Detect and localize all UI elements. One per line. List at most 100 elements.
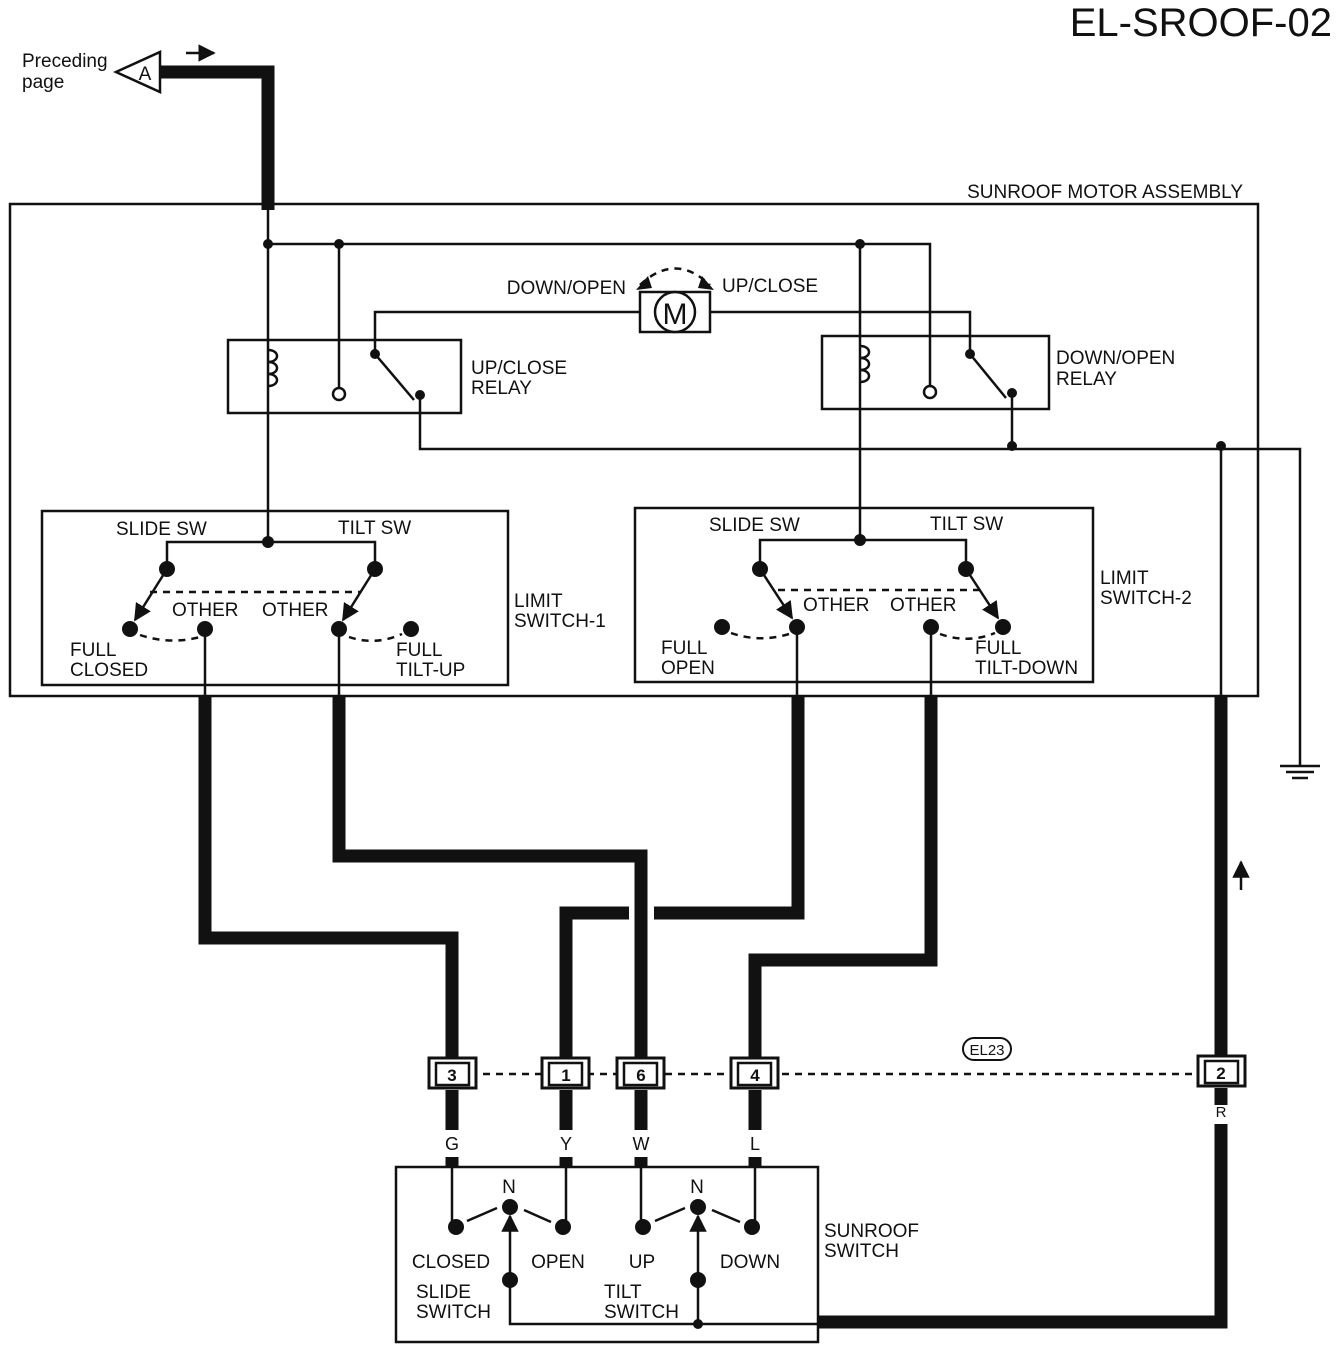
slide-neutral-label: N — [502, 1177, 516, 1198]
ls1-full-closed-2: CLOSED — [70, 660, 148, 681]
ls2-other-right: OTHER — [890, 595, 957, 616]
relay1-coil-icon — [267, 348, 279, 388]
ls1-full-tilt-up-2: TILT-UP — [396, 660, 465, 681]
closed-label: CLOSED — [412, 1252, 490, 1273]
down-open-relay — [820, 334, 1051, 411]
ls2-full-open-2: OPEN — [661, 658, 715, 679]
ls2-full-tilt-down-terminal — [995, 619, 1011, 635]
ls2-slide-sw: SLIDE SW — [709, 515, 800, 536]
sunroof-switch-title-2: SWITCH — [824, 1241, 899, 1262]
ls2-tilt-sw: TILT SW — [930, 514, 1003, 535]
ls2-full-tilt-down-2: TILT-DOWN — [975, 658, 1078, 679]
ls1-slide-sw: SLIDE SW — [116, 519, 207, 540]
motor-assembly-label: SUNROOF MOTOR ASSEMBLY — [967, 182, 1243, 203]
relay2-coil-icon — [859, 344, 871, 384]
motor-icon — [653, 290, 697, 334]
ls2-title-1: LIMIT — [1100, 568, 1149, 589]
limit-switch-1 — [40, 509, 510, 687]
junction — [262, 536, 274, 548]
tilt-switch-label-2: SWITCH — [604, 1302, 679, 1323]
connector-pin-2[interactable]: 2 — [1196, 1054, 1247, 1088]
relay2-contact — [969, 353, 1007, 399]
junction — [855, 239, 865, 249]
motor-label-up-close: UP/CLOSE — [722, 276, 818, 297]
rotation-arrow-right-icon — [698, 276, 714, 290]
ls2-full-open-terminal — [714, 619, 730, 635]
wire-color-y: Y — [560, 1134, 572, 1154]
connector-a-label: A — [139, 64, 152, 85]
wire-y-upper — [654, 696, 805, 920]
down-terminal — [744, 1219, 760, 1235]
motor-label-down-open: DOWN/OPEN — [507, 278, 626, 299]
wire-color-r: R — [1216, 1104, 1227, 1121]
ls1-full-tilt-up-terminal — [403, 621, 419, 637]
closed-terminal — [448, 1219, 464, 1235]
junction — [263, 239, 273, 249]
up-close-relay — [226, 338, 463, 415]
ls2-slide-arm — [758, 568, 794, 620]
relay1-label-2: RELAY — [471, 378, 532, 399]
preceding-label-page: page — [22, 72, 64, 93]
svg-text:3: 3 — [447, 1066, 456, 1085]
connector-id-badge — [962, 1037, 1012, 1061]
wire-color-w: W — [633, 1134, 650, 1154]
sunroof-switch-title-1: SUNROOF — [824, 1221, 919, 1242]
sunroof-switch[interactable] — [394, 1165, 820, 1344]
svg-text:4: 4 — [750, 1066, 760, 1085]
limit-switch-2 — [633, 506, 1095, 684]
switch-common-bus — [508, 1280, 818, 1326]
wire-color-g: G — [445, 1134, 459, 1154]
open-label: OPEN — [531, 1252, 585, 1273]
preceding-label: Preceding — [22, 51, 108, 72]
tilt-neutral-pivot — [690, 1199, 706, 1215]
ls1-full-closed-1: FULL — [70, 640, 116, 661]
wire-ground-bus — [418, 395, 1302, 765]
connector-pin-1[interactable]: 1 — [540, 1056, 591, 1090]
junction — [334, 239, 344, 249]
relay1-nc-terminal — [331, 386, 347, 402]
rotation-arrow-left-icon — [636, 276, 652, 290]
ls1-full-tilt-up-1: FULL — [396, 640, 442, 661]
connector-pin-6[interactable]: 6 — [615, 1056, 666, 1090]
page-id: EL-SROOF-02 — [1070, 1, 1332, 45]
wire-motor-right — [710, 310, 972, 352]
connector-pin-3[interactable]: 3 — [427, 1056, 478, 1090]
motor-rotation-arc — [639, 267, 711, 286]
ls1-title-1: LIMIT — [514, 591, 563, 612]
wire-motor-left — [373, 310, 640, 352]
tilt-neutral-label: N — [690, 1177, 704, 1198]
up-label: UP — [629, 1252, 655, 1273]
wire-r-lower — [818, 1124, 1228, 1329]
ls1-other-left: OTHER — [172, 600, 239, 621]
ls2-title-2: SWITCH-2 — [1100, 588, 1192, 609]
tilt-switch-label-1: TILT — [604, 1282, 642, 1303]
ls2-tilt-arm — [964, 568, 1000, 620]
relay1-contact — [374, 353, 415, 401]
ls1-slide-arm — [133, 568, 169, 622]
ls1-tilt-sw: TILT SW — [338, 518, 411, 539]
wire-from-preceding — [160, 65, 275, 210]
wire-y — [559, 906, 629, 1060]
wire-color-l: L — [750, 1134, 760, 1154]
slide-switch-label-1: SLIDE — [416, 1282, 471, 1303]
svg-text:2: 2 — [1216, 1064, 1225, 1083]
relay2-nc-terminal — [922, 384, 938, 400]
relay2-label: DOWN/OPEN — [1056, 348, 1175, 369]
wire-g — [198, 696, 459, 1060]
open-terminal — [555, 1219, 571, 1235]
ls1-title-2: SWITCH-1 — [514, 611, 606, 632]
up-terminal — [635, 1219, 651, 1235]
ls2-full-tilt-down-1: FULL — [975, 638, 1021, 659]
wire-top-bus — [268, 242, 932, 392]
connector-pin-4[interactable]: 4 — [729, 1056, 780, 1090]
ls1-tilt-arm — [341, 568, 377, 622]
wire-w — [332, 696, 648, 1060]
relay2-label-2: RELAY — [1056, 369, 1117, 390]
junction — [854, 534, 866, 546]
wire-l — [748, 696, 938, 1060]
ls2-full-open-1: FULL — [661, 638, 707, 659]
slide-neutral-pivot — [502, 1199, 518, 1215]
down-label: DOWN — [720, 1252, 780, 1273]
ls1-full-closed-terminal — [122, 621, 138, 637]
